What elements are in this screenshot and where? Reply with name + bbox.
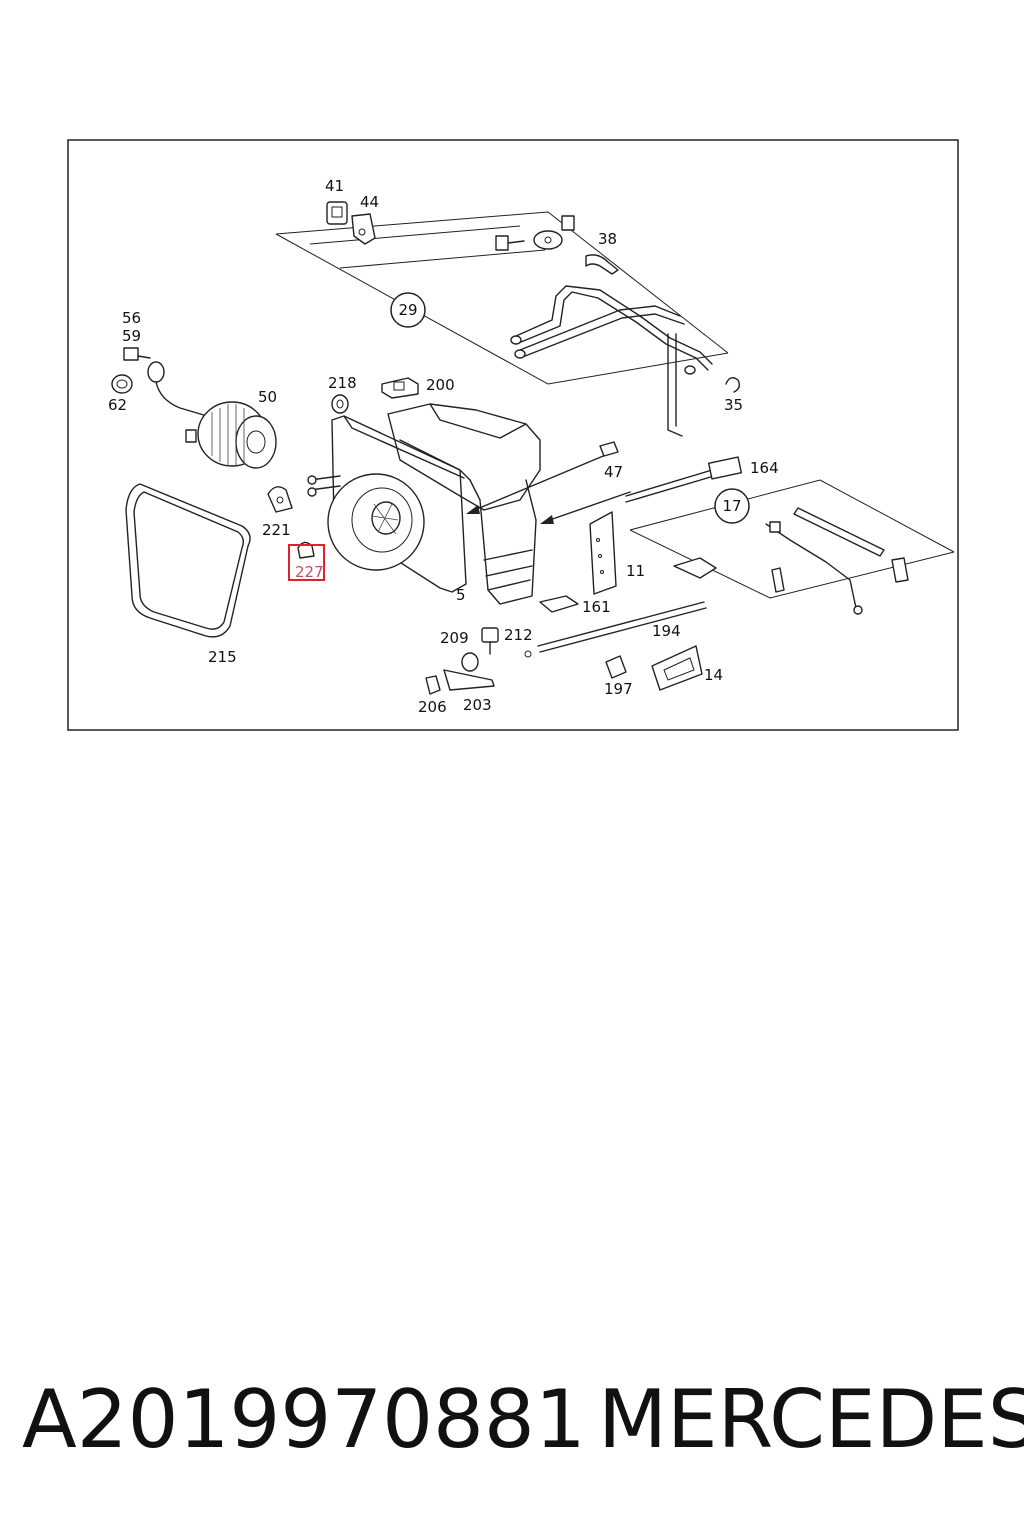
part-221-clamp (267, 486, 293, 513)
part-50-blower-motor (185, 401, 277, 469)
part-47-clip (599, 441, 619, 457)
part-209-nut (461, 652, 479, 672)
part-200-bracket (381, 377, 419, 399)
pipe-bolt (495, 235, 525, 251)
part-11-flap (589, 511, 617, 595)
part-number: A2019970881 (22, 1373, 586, 1466)
label-194: 194 (652, 622, 681, 640)
label-212: 212 (504, 626, 533, 644)
label-5: 5 (456, 586, 466, 604)
part-14-grille (651, 645, 703, 691)
label-215: 215 (208, 648, 237, 666)
label-50: 50 (258, 388, 277, 406)
label-41: 41 (325, 177, 344, 195)
footer: A2019970881 MERCEDES (0, 1370, 1024, 1480)
brand-name: MERCEDES (598, 1373, 1024, 1466)
heater-pipes (510, 285, 713, 437)
label-164: 164 (750, 459, 779, 477)
pipe-flange (533, 215, 575, 250)
label-47: 47 (604, 463, 623, 481)
svg-text:29: 29 (398, 301, 417, 319)
part-62-grommet (111, 374, 133, 394)
part-164-cable-rod (625, 456, 743, 503)
part-41-clip (326, 201, 348, 225)
label-56: 56 (122, 309, 141, 327)
diagram-frame (67, 139, 959, 731)
part-56-connector (123, 347, 215, 419)
linkage-parts (673, 507, 909, 615)
heater-housing-5 (307, 403, 541, 605)
part-215-seal (125, 483, 251, 638)
part-35-clip (725, 377, 741, 393)
label-35: 35 (724, 396, 743, 414)
label-197: 197 (604, 680, 633, 698)
label-62: 62 (108, 396, 127, 414)
label-218: 218 (328, 374, 357, 392)
callout-17: 17 (714, 488, 750, 524)
label-209: 209 (440, 629, 469, 647)
part-206-clip (425, 675, 441, 695)
part-203-bracket (443, 669, 495, 691)
callout-29: 29 (390, 292, 426, 328)
label-44: 44 (360, 193, 379, 211)
pointer-arrows (466, 453, 631, 524)
label-200: 200 (426, 376, 455, 394)
part-44-bracket (351, 213, 376, 245)
part-38-clamp (585, 254, 619, 275)
part-227-highlight-box (288, 544, 325, 581)
part-194-rod (524, 601, 707, 658)
part-197-clip (605, 655, 627, 679)
label-203: 203 (463, 696, 492, 714)
part-212-screw (481, 627, 499, 655)
part-161-clip (539, 595, 579, 613)
label-221: 221 (262, 521, 291, 539)
label-59: 59 (122, 327, 141, 345)
parts-diagram: 29 (67, 139, 959, 731)
svg-text:17: 17 (722, 497, 741, 515)
label-14: 14 (704, 666, 723, 684)
label-206: 206 (418, 698, 447, 716)
label-11: 11 (626, 562, 645, 580)
label-38: 38 (598, 230, 617, 248)
part-218-grommet (331, 394, 349, 414)
label-227: 227 (295, 563, 324, 581)
label-161: 161 (582, 598, 611, 616)
